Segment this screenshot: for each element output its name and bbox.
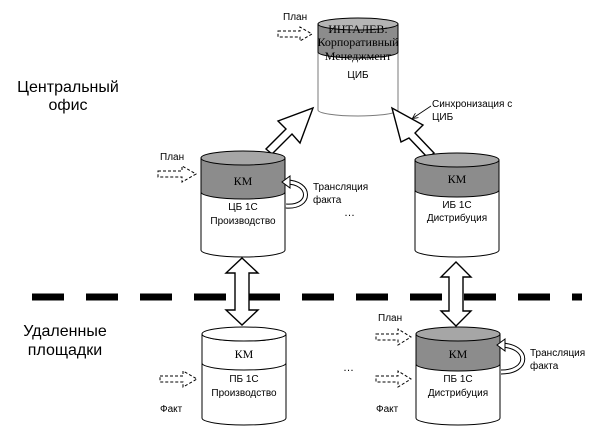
arrow-ib-to-cib (390, 106, 436, 159)
cylinder-cib: ИНТАЛЕВ: Корпоративный Менеджмент ЦИБ (317, 17, 399, 117)
remote-sites-label-line2: площадки (28, 342, 102, 359)
pb-production-body-line2: Производство (211, 388, 277, 399)
translation-label-pb-line2: факта (530, 360, 559, 372)
ellipsis-central: … (344, 207, 355, 219)
cib-body-line1: ЦИБ (347, 70, 369, 81)
translation-arrow-cb (281, 175, 308, 209)
central-office-label-line2: офис (49, 97, 88, 114)
remote-sites-label-line1: Удаленные (23, 323, 107, 340)
pb-distribution-body-line2: Дистрибуция (428, 387, 488, 399)
plan-input-cb: План (157, 152, 198, 183)
fact-input-pb-distribution: Факт (375, 370, 412, 415)
sync-label-line1: Синхронизация с (432, 99, 512, 110)
fact-label-pb-distribution: Факт (376, 404, 399, 415)
cib-header-line2: Корпоративный (317, 35, 399, 49)
ib-distribution-body-line1: ИБ 1С (442, 200, 471, 211)
link-arrow-cb-pb-production (224, 257, 260, 326)
translation-label-cb-line2: факта (313, 194, 342, 206)
plan-input-pb-distribution: План (375, 313, 412, 346)
cylinder-pb-distribution: КМ ПБ 1С Дистрибуция (415, 326, 501, 426)
plan-label-cb: План (160, 152, 184, 163)
cylinder-ib-distribution: КМ ИБ 1С Дистрибуция (414, 152, 500, 258)
plan-input-cib: План (277, 12, 313, 42)
plan-label-cib: План (283, 12, 307, 23)
cib-header-line1: ИНТАЛЕВ: (328, 22, 388, 36)
fact-label-pb-production: Факт (160, 404, 183, 415)
ib-distribution-body-line2: Дистрибуция (427, 212, 487, 224)
sync-label-line2: ЦИБ (432, 112, 454, 123)
ellipsis-remote: … (343, 362, 354, 374)
link-arrow-ib-pb-distribution (439, 261, 473, 327)
central-office-label-line1: Центральный (17, 79, 119, 96)
cylinder-pb-production: КМ ПБ 1С Производство (201, 326, 287, 426)
pb-production-header: КМ (235, 347, 254, 361)
sync-pointer (413, 105, 432, 118)
cb-production-body-line2: Производство (210, 216, 276, 227)
pb-production-body-line1: ПБ 1С (229, 374, 258, 385)
cylinder-cb-production: КМ ЦБ 1С Производство (200, 150, 286, 258)
translation-label-cb-line1: Трансляция (313, 182, 368, 193)
translation-label-pb-line1: Трансляция (530, 348, 585, 359)
ib-distribution-header: КМ (448, 172, 467, 186)
cb-production-body-line1: ЦБ 1С (228, 202, 258, 213)
cib-header-line3: Менеджмент (325, 49, 392, 63)
cb-production-header: КМ (234, 174, 253, 188)
pb-distribution-body-line1: ПБ 1С (443, 374, 472, 385)
pb-distribution-header: КМ (449, 347, 468, 361)
plan-label-pb-distribution: План (378, 313, 402, 324)
fact-input-pb-production: Факт (159, 370, 199, 415)
arrow-cb-to-cib (264, 106, 315, 155)
translation-arrow-pb-distribution (496, 338, 526, 375)
